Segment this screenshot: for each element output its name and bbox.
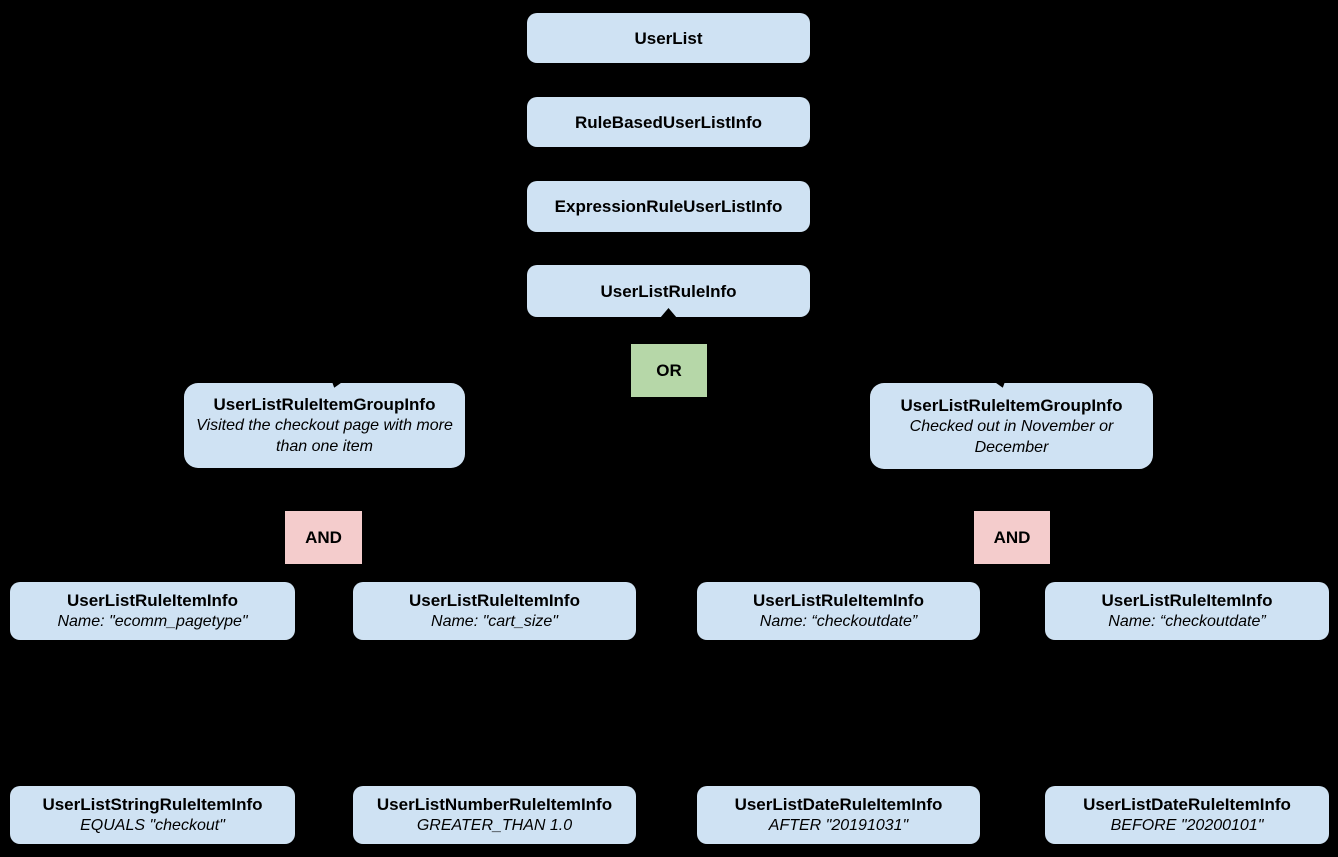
node-rule-item-ecomm-pagetype: UserListRuleItemInfo Name: "ecomm_pagety… bbox=[10, 582, 295, 640]
leaf-item-label: UserListDateRuleItemInfo bbox=[1083, 795, 1291, 814]
node-string-rule-item: UserListStringRuleItemInfo EQUALS "check… bbox=[10, 786, 295, 844]
and-operator-right-label: AND bbox=[993, 527, 1031, 547]
node-rule-item-group-left: UserListRuleItemGroupInfo Visited the ch… bbox=[184, 383, 465, 468]
rule-item-label: UserListRuleItemInfo bbox=[67, 591, 238, 610]
leaf-item-detail: GREATER_THAN 1.0 bbox=[416, 817, 573, 834]
node-userlist: UserList bbox=[527, 13, 810, 63]
rule-item-label: UserListRuleItemInfo bbox=[753, 591, 924, 610]
node-userlist-label: UserList bbox=[634, 28, 703, 48]
leaf-item-label: UserListDateRuleItemInfo bbox=[734, 795, 943, 814]
node-rule-item-checkoutdate-1: UserListRuleItemInfo Name: “checkoutdate… bbox=[697, 582, 980, 640]
node-rule-item-checkoutdate-2: UserListRuleItemInfo Name: “checkoutdate… bbox=[1045, 582, 1329, 640]
node-rule-based-user-list-info: RuleBasedUserListInfo bbox=[527, 97, 810, 147]
and-operator-right-box: AND bbox=[974, 511, 1050, 564]
leaf-item-label: UserListStringRuleItemInfo bbox=[42, 795, 263, 814]
rule-item-detail: Name: “checkoutdate” bbox=[759, 613, 918, 630]
node-rule-based-user-list-info-label: RuleBasedUserListInfo bbox=[574, 112, 763, 132]
node-user-list-rule-info-label: UserListRuleInfo bbox=[600, 281, 737, 301]
group-right-description: Checked out in November or December bbox=[909, 417, 1114, 456]
rule-item-label: UserListRuleItemInfo bbox=[409, 591, 580, 610]
and-operator-left-box: AND bbox=[285, 511, 362, 564]
or-operator-box: OR bbox=[631, 344, 707, 397]
node-number-rule-item: UserListNumberRuleItemInfo GREATER_THAN … bbox=[353, 786, 636, 844]
node-date-rule-item-before: UserListDateRuleItemInfo BEFORE "2020010… bbox=[1045, 786, 1329, 844]
node-expression-rule-user-list-info-label: ExpressionRuleUserListInfo bbox=[554, 197, 783, 216]
node-rule-item-group-right: UserListRuleItemGroupInfo Checked out in… bbox=[870, 383, 1153, 469]
or-operator-label: OR bbox=[656, 360, 682, 380]
group-right-label: UserListRuleItemGroupInfo bbox=[900, 395, 1123, 415]
and-operator-left-label: AND bbox=[305, 527, 342, 547]
leaf-item-label: UserListNumberRuleItemInfo bbox=[376, 795, 613, 814]
leaf-item-detail: BEFORE "20200101" bbox=[1110, 817, 1264, 834]
group-left-description: Visited the checkout page with more than… bbox=[196, 417, 453, 455]
node-date-rule-item-after: UserListDateRuleItemInfo AFTER "20191031… bbox=[697, 786, 980, 844]
rule-item-detail: Name: "cart_size" bbox=[431, 613, 558, 630]
arrowhead-into-user-list-rule-info bbox=[660, 308, 677, 318]
node-expression-rule-user-list-info: ExpressionRuleUserListInfo bbox=[527, 181, 810, 232]
node-rule-item-cart-size: UserListRuleItemInfo Name: "cart_size" bbox=[353, 582, 636, 640]
leaf-item-detail: EQUALS "checkout" bbox=[80, 817, 225, 834]
rule-item-detail: Name: "ecomm_pagetype" bbox=[57, 613, 248, 630]
rule-item-label: UserListRuleItemInfo bbox=[1101, 591, 1273, 610]
group-left-label: UserListRuleItemGroupInfo bbox=[213, 395, 436, 414]
rule-item-detail: Name: “checkoutdate” bbox=[1108, 613, 1266, 630]
leaf-item-detail: AFTER "20191031" bbox=[768, 817, 909, 834]
